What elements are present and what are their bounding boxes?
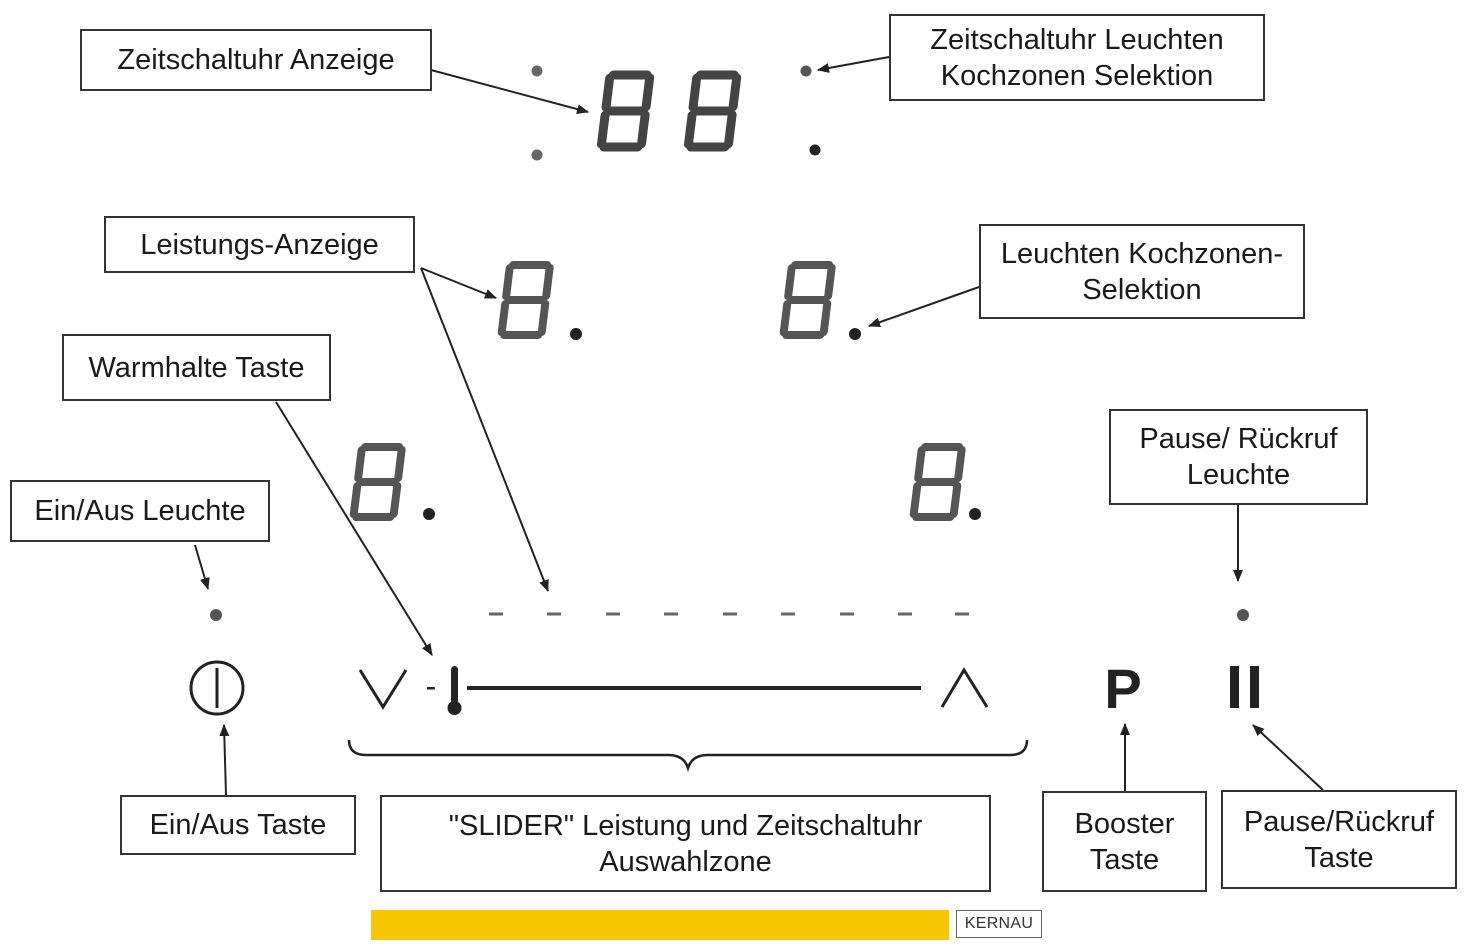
arrow-onoff-light: [194, 544, 210, 590]
arrow-keep-warm: [275, 401, 433, 656]
label-onoff-light: Ein/Aus Leuchte: [10, 480, 270, 542]
label-booster-key: Booster Taste: [1042, 791, 1207, 892]
label-timer-display: Zeitschaltuhr Anzeige: [80, 29, 432, 91]
label-timer-display-text: Zeitschaltuhr Anzeige: [117, 44, 395, 76]
pause-icon[interactable]: [1230, 666, 1259, 708]
timer-dot-left-bottom: [531, 149, 543, 161]
power-digit-rear-right: [779, 261, 836, 339]
onoff-indicator-light: [210, 609, 222, 621]
booster-button[interactable]: P: [1104, 657, 1141, 720]
label-pause-key: Pause/Rückruf Taste: [1221, 790, 1457, 889]
arrow-timer-display: [430, 69, 589, 114]
power-digit-front-right: [909, 443, 966, 521]
arrow-pause-key: [1252, 724, 1324, 791]
label-pause-light: Pause/ Rückruf Leuchte: [1109, 409, 1368, 505]
label-power-display: Leistungs-Anzeige: [104, 216, 415, 273]
timer-display: [596, 70, 742, 152]
zone-light-front-left: [423, 508, 435, 520]
brand-color-bar: [371, 910, 949, 940]
label-onoff-key: Ein/Aus Taste: [120, 795, 356, 855]
zone-light-front-right: [969, 508, 981, 520]
label-keep-warm: Warmhalte Taste: [62, 334, 331, 401]
chevron-up-icon[interactable]: [940, 667, 989, 708]
timer-zone-light-bottom: [809, 144, 821, 156]
thermometer-icon[interactable]: [447, 666, 462, 715]
minus-symbol: -: [426, 668, 437, 704]
label-timer-light: Zeitschaltuhr Leuchten Kochzonen Selekti…: [889, 14, 1265, 101]
timer-digit-2: [683, 70, 742, 152]
arrow-power-display-2: [420, 267, 549, 592]
chevron-down-icon[interactable]: [358, 669, 408, 710]
brand-logo: KERNAU: [956, 910, 1042, 938]
power-icon: [189, 660, 245, 716]
zone-light-rear-left: [570, 328, 582, 340]
arrow-power-display-1: [420, 267, 497, 299]
power-digit-front-left: [349, 443, 406, 521]
power-digit-rear-left: [497, 261, 554, 339]
power-button[interactable]: [189, 660, 245, 716]
timer-dot-left-top: [531, 65, 543, 77]
timer-digit-1: [596, 70, 655, 152]
arrow-onoff-key: [219, 724, 230, 796]
label-slider: "SLIDER" Leistung und Zeitschaltuhr Ausw…: [380, 795, 991, 892]
leader-arrows: [194, 56, 1324, 796]
label-zone-light: Leuchten Kochzonen- Selektion: [979, 224, 1305, 319]
zone-light-rear-right: [849, 328, 861, 340]
arrow-zone-light: [868, 286, 980, 328]
arrow-timer-light: [817, 56, 890, 73]
timer-zone-light-top: [800, 65, 812, 77]
pause-indicator-light: [1237, 609, 1249, 621]
slider-brace: [347, 739, 1029, 773]
